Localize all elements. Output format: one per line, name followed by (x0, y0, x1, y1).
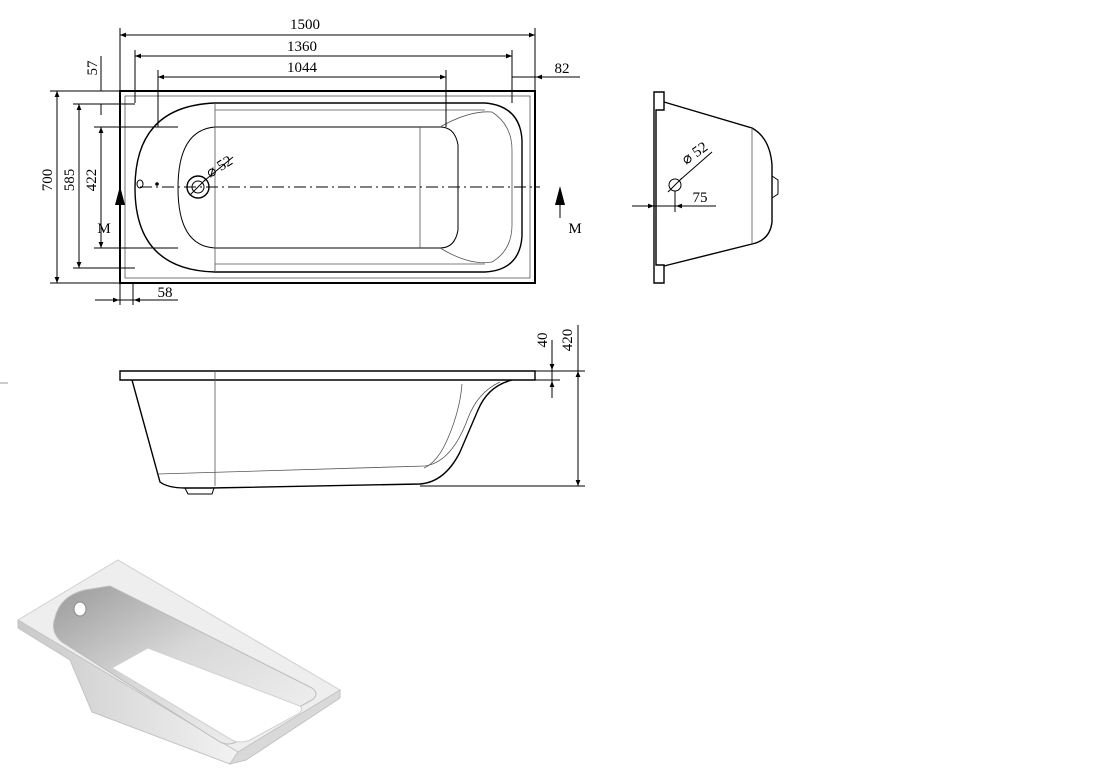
side-rim (119, 370, 536, 381)
bathtub-3d-render (17, 559, 341, 765)
section-mark-right: M (568, 221, 581, 237)
dim-bottom-width: 422 (84, 169, 100, 192)
bowl-outline (134, 102, 523, 273)
section-mark-left: M (97, 221, 110, 237)
render-bowl-floor (111, 647, 303, 743)
dim-overall-width: 700 (40, 169, 56, 192)
dim-inner-width: 585 (62, 169, 78, 192)
end-rim-flange (653, 91, 665, 284)
drain-diameter-label: ⌀ 52 (204, 153, 236, 181)
dim-right-offset: 82 (555, 61, 570, 77)
end-view: ⌀ 52 75 (632, 91, 779, 284)
end-drain-diameter: ⌀ 52 (679, 139, 711, 168)
end-dim-drain-offset: 75 (693, 190, 708, 206)
top-view: 1500 1360 1044 82 700 585 422 57 58 ⌀ 52… (40, 17, 582, 305)
end-body-outline (663, 101, 773, 267)
side-body-outline (131, 379, 513, 489)
dim-overall-length: 1500 (290, 17, 320, 33)
drain-outer (186, 175, 210, 199)
dim-top-offset: 57 (85, 60, 101, 76)
side-view: 40 420 (119, 325, 585, 495)
render-overflow-hole (73, 601, 87, 617)
drain-inner (191, 180, 205, 194)
dim-inner-length: 1360 (287, 39, 317, 55)
side-dim-rim: 40 (535, 333, 551, 348)
dim-drain-offset: 58 (158, 285, 173, 301)
side-dim-height: 420 (560, 329, 576, 352)
bowl-bottom (177, 126, 459, 249)
dim-bottom-length: 1044 (287, 60, 318, 76)
overflow-hole (136, 179, 144, 189)
